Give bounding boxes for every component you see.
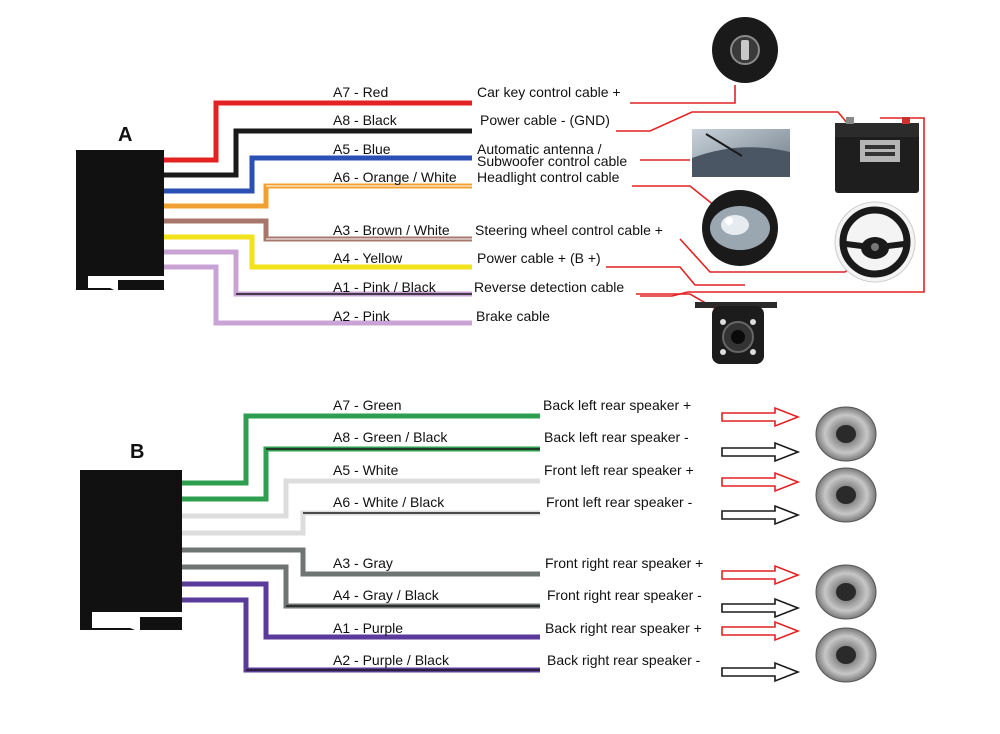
- ignition-key-icon: [712, 17, 778, 83]
- headlight-icon: [702, 190, 778, 266]
- wire-a8-black: [162, 128, 472, 178]
- steering-wheel-icon: [834, 201, 916, 283]
- arrow-negative: [721, 504, 801, 526]
- wire-b-gray: [182, 547, 540, 577]
- wire-code: A6 - Orange / White: [333, 169, 457, 185]
- wire-code: A8 - Green / Black: [333, 429, 448, 445]
- arrow-positive: [721, 406, 801, 428]
- wire-a7-red: [162, 100, 472, 163]
- wire-b-green: [182, 413, 540, 486]
- wire-function: Front right rear speaker +: [545, 555, 704, 571]
- arrow-negative: [721, 661, 801, 683]
- car-antenna-icon: [692, 129, 790, 177]
- wire-code: A5 - Blue: [333, 141, 391, 157]
- wire-code: A3 - Brown / White: [333, 222, 450, 238]
- wire-function: Automatic antenna /: [477, 141, 602, 157]
- wire-function: Front right rear speaker -: [547, 587, 702, 603]
- wire-function: Headlight control cable: [477, 169, 620, 185]
- wire-code: A2 - Pink: [333, 308, 390, 324]
- speaker-icon: [815, 406, 877, 462]
- wire-function: Power cable - (GND): [480, 112, 610, 128]
- wire-a4-yellow: [162, 234, 472, 270]
- wire-function: Car key control cable +: [477, 84, 621, 100]
- arrow-positive: [721, 620, 801, 642]
- connector-b-wires: [182, 413, 540, 673]
- wire-code: A6 - White / Black: [333, 494, 445, 510]
- connector-a-wires: [162, 100, 472, 326]
- leader-power: [606, 266, 745, 286]
- wire-function: Steering wheel control cable +: [475, 222, 663, 238]
- wire-function: Reverse detection cable: [474, 279, 625, 295]
- connector-a: [76, 150, 164, 292]
- speaker-arrows: [721, 406, 801, 683]
- wire-function: Back left rear speaker +: [543, 397, 692, 413]
- wire-function: Back right rear speaker +: [545, 620, 702, 636]
- wire-code: A4 - Yellow: [333, 250, 403, 266]
- reverse-camera-icon: [695, 302, 777, 364]
- speakers: [815, 406, 877, 683]
- wire-function: Power cable + (B +): [477, 250, 601, 266]
- wire-b-white: [182, 478, 540, 519]
- connector-a-label: A: [118, 124, 133, 146]
- wire-code: A4 - Gray / Black: [333, 587, 439, 603]
- arrow-positive: [721, 471, 801, 493]
- wire-code: A2 - Purple / Black: [333, 652, 449, 668]
- arrow-positive: [721, 564, 801, 586]
- car-battery-icon: [835, 117, 919, 193]
- wire-code: A1 - Pink / Black: [333, 279, 436, 295]
- connector-b-label: B: [130, 441, 145, 463]
- wire-a5-blue: [162, 155, 472, 194]
- wire-code: A5 - White: [333, 462, 399, 478]
- wire-function: Front left rear speaker -: [546, 494, 693, 510]
- leader-key: [630, 85, 736, 104]
- arrow-negative: [721, 597, 801, 619]
- wire-a2-pink: [162, 264, 472, 326]
- speaker-icon: [815, 627, 877, 683]
- wire-b-purple: [182, 581, 540, 640]
- speaker-icon: [815, 467, 877, 523]
- wire-function: Back right rear speaker -: [547, 652, 701, 668]
- leader-gnd: [616, 111, 849, 132]
- wire-code: A7 - Red: [333, 84, 389, 100]
- wire-code: A7 - Green: [333, 397, 402, 413]
- leader-battery-pos: [640, 117, 925, 297]
- wire-function: Front left rear speaker +: [544, 462, 694, 478]
- speaker-icon: [815, 564, 877, 620]
- wire-function: Brake cable: [476, 308, 550, 324]
- connector-b: [80, 470, 182, 632]
- wire-code: A8 - Black: [333, 112, 397, 128]
- wire-function: Back left rear speaker -: [544, 429, 689, 445]
- wire-code: A3 - Gray: [333, 555, 393, 571]
- wire-function-line2: Subwoofer control cable: [477, 153, 628, 169]
- wire-code: A1 - Purple: [333, 620, 404, 636]
- arrow-negative: [721, 441, 801, 463]
